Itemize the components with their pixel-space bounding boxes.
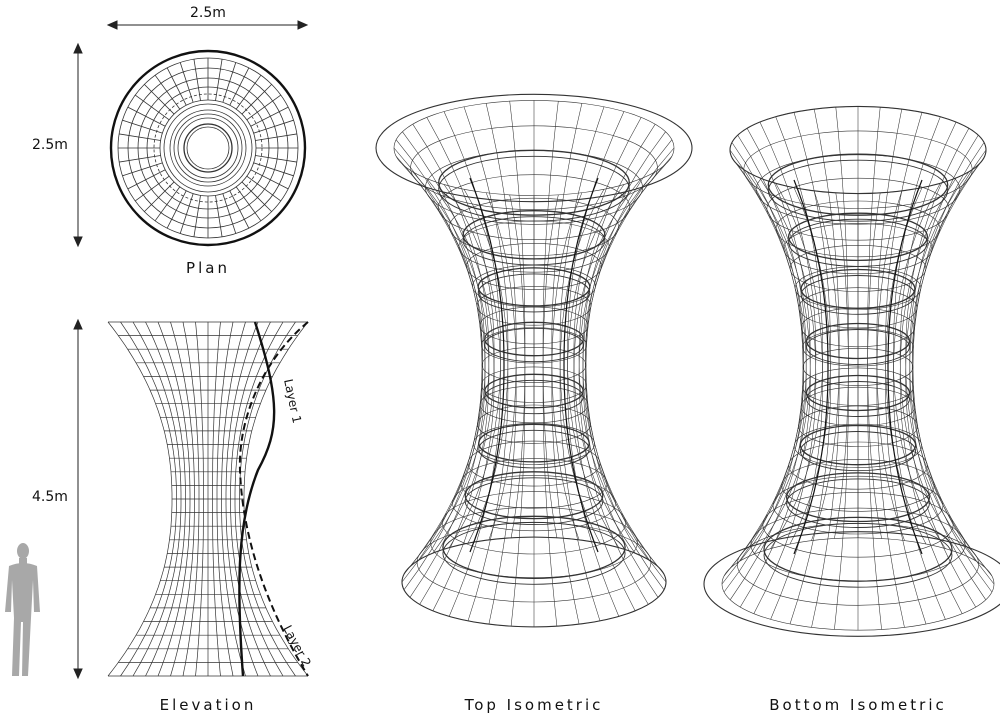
human-scale-figure: [5, 543, 40, 676]
plan-caption: Plan: [186, 259, 230, 277]
height-dimension: [73, 318, 83, 680]
bottom-isometric-view: [703, 105, 1000, 637]
plan-view: [109, 49, 307, 247]
top-isometric-view: [375, 93, 693, 628]
bottom-isometric-caption: Bottom Isometric: [769, 696, 947, 714]
plan-core-ring: [183, 123, 233, 173]
layer1-profile: [238, 321, 276, 677]
plan-outer-ring: [109, 49, 307, 247]
plan-width-label: 2.5m: [190, 5, 226, 21]
elevation-caption: Elevation: [159, 696, 257, 714]
elevation-view: [107, 321, 309, 677]
plan-depth-dimension: [73, 42, 83, 248]
height-label: 4.5m: [32, 489, 68, 505]
plan-width-dimension: [106, 20, 309, 30]
top-isometric-caption: Top Isometric: [464, 696, 604, 714]
layer1-label: Layer 1: [281, 378, 304, 425]
layer2-profile: [238, 321, 309, 677]
plan-depth-label: 2.5m: [32, 137, 68, 153]
